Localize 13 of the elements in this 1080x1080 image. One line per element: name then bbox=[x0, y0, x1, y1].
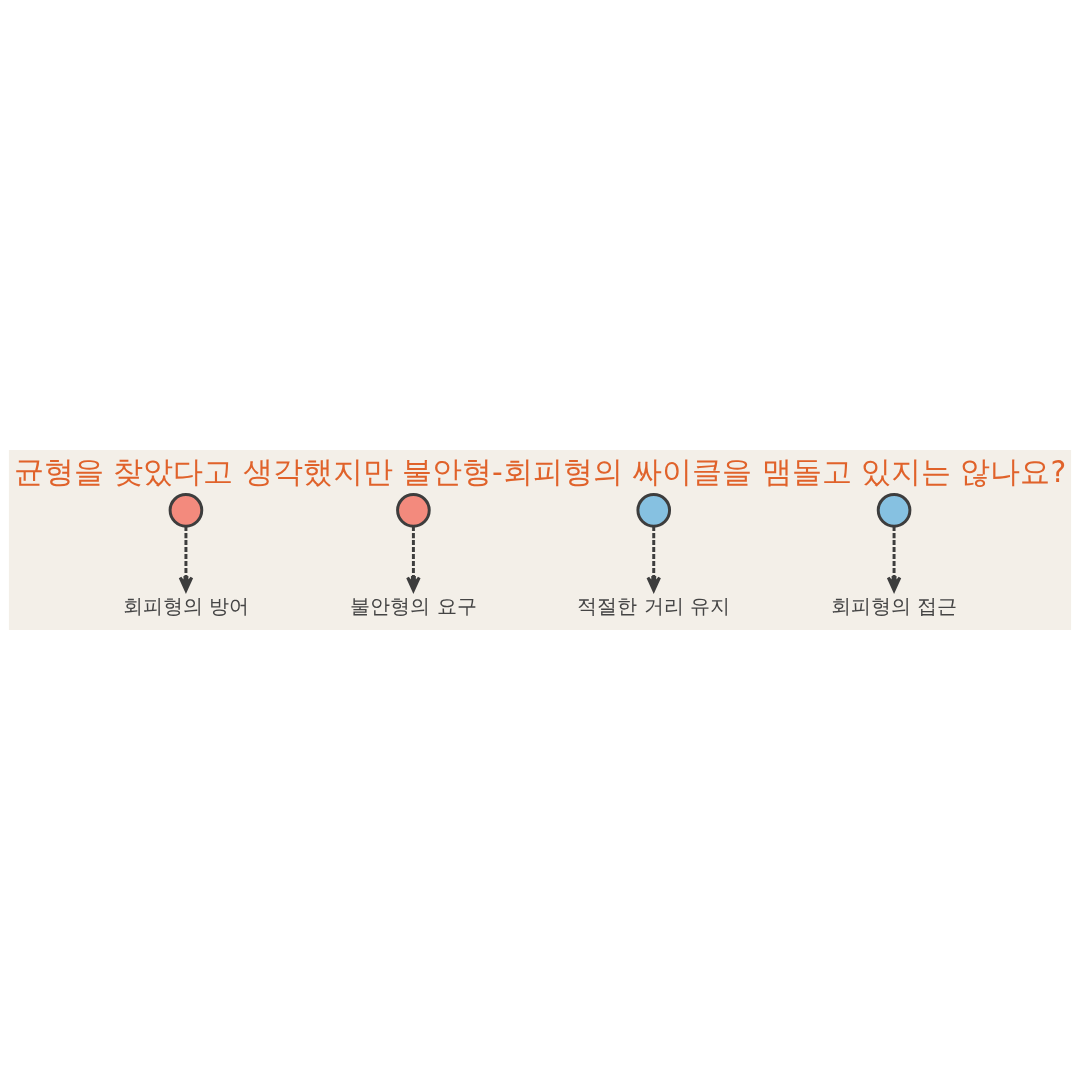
diagram-title: 균형을 찾았다고 생각했지만 불안형-회피형의 싸이클을 맴돌고 있지는 않나요? bbox=[13, 453, 1067, 489]
node-text: 적절한 거리 유지 bbox=[577, 595, 731, 619]
node-circle bbox=[876, 493, 912, 528]
arrow bbox=[178, 526, 194, 592]
arrow bbox=[886, 526, 902, 592]
arrow bbox=[406, 526, 421, 592]
node-circle bbox=[168, 493, 204, 528]
node-text: 불안형의 요구 bbox=[350, 595, 477, 619]
arrow bbox=[646, 526, 661, 592]
node-circle bbox=[396, 493, 431, 528]
node-circle bbox=[636, 493, 672, 528]
node-text: 회피형의 방어 bbox=[122, 595, 250, 619]
node-text: 회피형의 접근 bbox=[830, 595, 958, 619]
